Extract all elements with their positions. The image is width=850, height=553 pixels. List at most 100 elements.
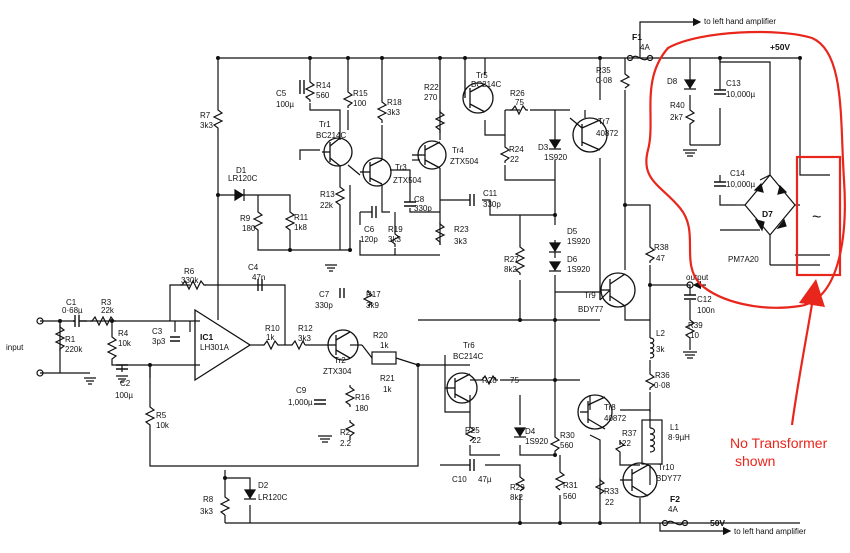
r14-ref: R14: [316, 81, 331, 90]
R38-symbol: [644, 245, 656, 263]
labels: to left hand amplifier to left hand ampl…: [6, 17, 821, 536]
C4-symbol: [257, 279, 263, 291]
c9-val: 1,000µ: [288, 398, 313, 407]
C3-symbol: [170, 336, 180, 342]
r33-val: 22: [605, 498, 614, 507]
fuses: [626, 54, 689, 527]
tr1-val: BC214C: [316, 131, 346, 140]
r17-ref: R17: [366, 290, 381, 299]
tr9-ref: Tr9: [584, 291, 596, 300]
R31-symbol: [554, 470, 566, 491]
r36-val: 0·08: [654, 381, 671, 390]
resistors: [54, 72, 696, 516]
r4-val: 10k: [118, 339, 132, 348]
C1-symbol: [73, 315, 87, 327]
r17-val: 3k9: [366, 301, 379, 310]
r39-ref: R39: [688, 321, 703, 330]
d7-ref: D7: [762, 209, 773, 219]
R39-symbol: [684, 318, 696, 340]
l1-ref: L1: [670, 423, 679, 432]
R25-symbol: [464, 425, 476, 442]
f2-val: 4A: [668, 505, 678, 514]
output-label: output: [686, 273, 709, 282]
tr2-val: ZTX304: [323, 367, 352, 376]
Tr4-symbol: [412, 140, 447, 170]
R4-symbol: [106, 335, 118, 360]
tr4-ref: Tr4: [452, 146, 464, 155]
r2-val: 2.2: [340, 439, 352, 448]
r13-val: 22k: [320, 201, 334, 210]
Tr10-symbol: [620, 462, 658, 498]
Tr6-symbol: [445, 372, 478, 404]
r7-ref: R7: [200, 111, 211, 120]
tr6-val: BC214C: [453, 352, 483, 361]
d4-ref: D4: [525, 427, 536, 436]
r22-ref: R22: [424, 83, 439, 92]
r6-ref: R6: [184, 267, 195, 276]
minus-rail-label: −50V: [705, 518, 725, 528]
d4-val: 1S920: [525, 437, 549, 446]
r37-ref: R37: [622, 429, 637, 438]
r11-ref: R11: [294, 213, 309, 222]
note-bottom: to left hand amplifier: [734, 527, 806, 536]
r2-ref: R2: [340, 428, 351, 437]
r24-val: 22: [510, 155, 519, 164]
c10-ref: C10: [452, 475, 467, 484]
r16-ref: R16: [355, 393, 370, 402]
r31-ref: R31: [563, 481, 578, 490]
r10-val: 1k: [266, 333, 275, 342]
c1-ref: C1: [66, 298, 77, 307]
R26-symbol: [510, 104, 528, 116]
r9-val: 180: [242, 224, 256, 233]
c13-ref: C13: [726, 79, 741, 88]
c6-val: 120p: [360, 235, 378, 244]
R12-symbol: [290, 339, 306, 351]
C9-symbol: [314, 399, 326, 405]
c13-val: 10,000µ: [726, 90, 755, 99]
f1-ref: F1: [632, 32, 642, 42]
R28-symbol: [480, 374, 498, 386]
tr5-val: BC214C: [471, 80, 501, 89]
R16-symbol: [344, 385, 356, 407]
tr10-ref: Tr10: [658, 463, 675, 472]
r1-ref: R1: [65, 335, 76, 344]
c4-ref: C4: [248, 263, 259, 272]
d2-ref: D2: [258, 481, 269, 490]
d5-ref: D5: [567, 227, 578, 236]
R19-symbol: [389, 232, 401, 247]
ac-input-symbol: ~: [812, 209, 821, 226]
C5-symbol: [299, 80, 305, 94]
r22-val: 270: [424, 93, 438, 102]
Tr9-symbol: [600, 272, 636, 308]
C2-symbol: [116, 364, 128, 370]
c4-val: 47n: [252, 273, 265, 282]
annotation-overlay: No Transformer shown: [645, 30, 846, 469]
r40-val: 2k7: [670, 113, 683, 122]
r21-val: 1k: [383, 385, 392, 394]
tr8-ref: Tr8: [604, 403, 616, 412]
r10-ref: R10: [265, 324, 280, 333]
c6-ref: C6: [364, 225, 375, 234]
wiring: [40, 17, 830, 536]
c11-val: 330p: [483, 200, 501, 209]
c12-val: 100n: [697, 306, 715, 315]
R2-symbol: [344, 420, 356, 440]
r12-ref: R12: [298, 324, 313, 333]
r36-ref: R36: [655, 371, 670, 380]
r26-ref: R26: [510, 89, 525, 98]
r24-ref: R24: [509, 145, 524, 154]
r38-ref: R38: [654, 243, 669, 252]
R30-symbol: [549, 435, 561, 453]
Tr5-symbol: [462, 80, 494, 114]
D1-symbol: [234, 188, 245, 202]
tr5-ref: Tr5: [476, 71, 488, 80]
d2-val: LR120C: [258, 493, 288, 502]
c5-ref: C5: [276, 89, 287, 98]
R15-symbol: [342, 90, 354, 108]
D5-symbol: [548, 242, 562, 253]
R9-symbol: [252, 210, 264, 232]
d1-val: LR120C: [228, 174, 258, 183]
R22-symbol: [434, 110, 446, 133]
c14-ref: C14: [730, 169, 745, 178]
R27-symbol: [514, 245, 526, 275]
